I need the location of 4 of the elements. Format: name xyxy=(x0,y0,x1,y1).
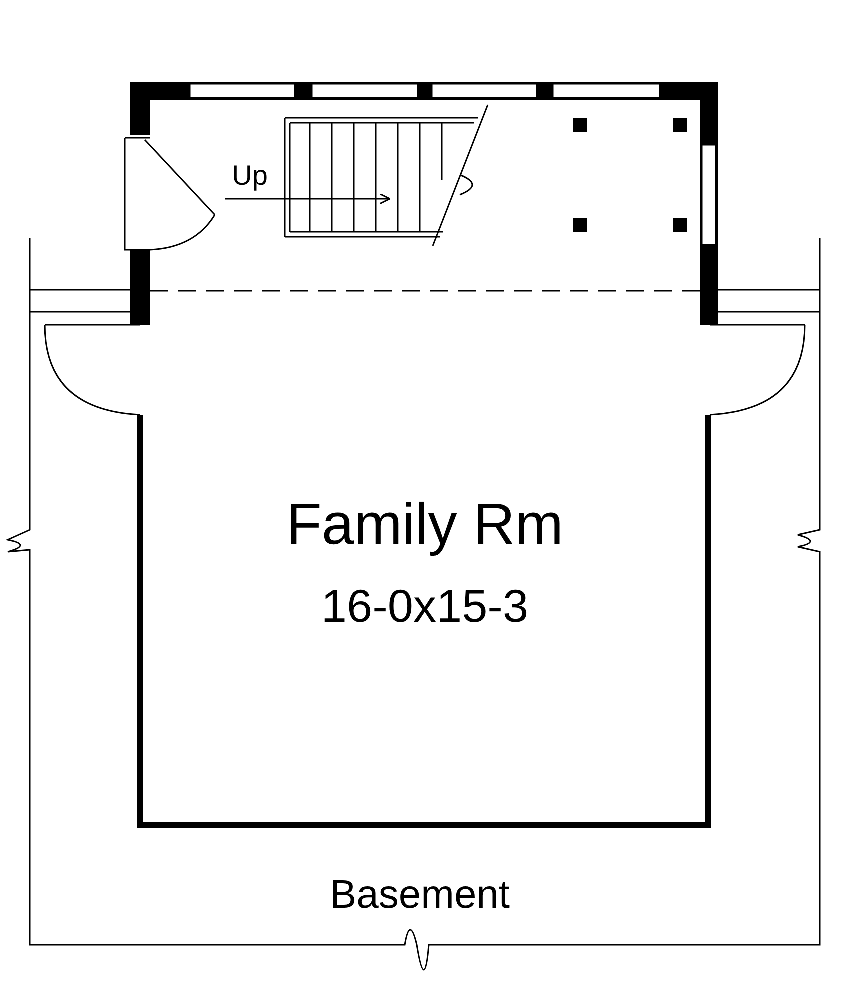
stair-direction-label: Up xyxy=(232,162,268,190)
room-dimensions: 16-0x15-3 xyxy=(321,583,529,629)
room-name: Family Rm xyxy=(286,496,564,554)
area-label: Basement xyxy=(330,875,510,915)
